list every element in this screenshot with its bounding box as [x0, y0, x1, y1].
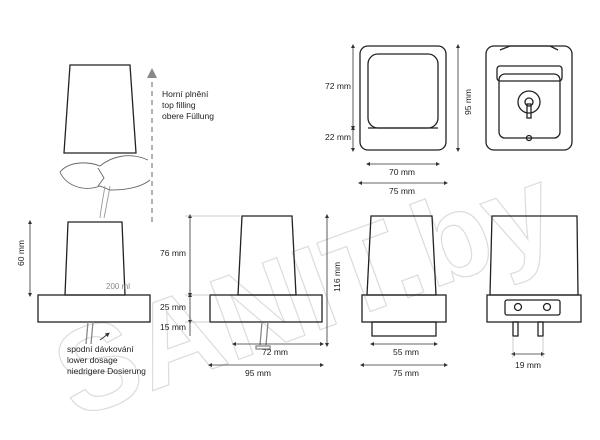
lower-dosage-note-en: lower dosage	[67, 355, 118, 365]
hand-refill-sketch	[59, 155, 151, 219]
dispenser-front-view	[209, 215, 323, 350]
dispenser-front-left	[37, 221, 151, 345]
refill-container-illustration	[63, 64, 137, 154]
lower-dosage-note-de: niedrigere Dosierung	[67, 366, 146, 376]
dispenser-top-view	[359, 45, 447, 151]
dim-72-top-label: 72 mm	[325, 81, 351, 91]
dim-116-label: 116 mm	[332, 262, 342, 292]
dim-60-label: 60 mm	[16, 240, 26, 266]
dim-19-label: 19 mm	[515, 360, 541, 370]
dispenser-side-view	[361, 215, 447, 337]
dim-95-top-label: 95 mm	[463, 89, 473, 115]
dim-22-label: 22 mm	[325, 132, 351, 142]
capacity-label: 200 ml	[106, 282, 130, 291]
dim-70-label: 70 mm	[389, 167, 415, 177]
dim-76-label: 76 mm	[160, 248, 186, 258]
dim-15-label: 15 mm	[160, 322, 186, 332]
dim-75-top-label: 75 mm	[389, 186, 415, 196]
top-filling-note-cz: Horní plnění	[162, 89, 209, 99]
dispenser-back-plate	[485, 45, 573, 151]
top-filling-note-de: obere Füllung	[162, 111, 214, 121]
dim-72-front-label: 72 mm	[262, 347, 288, 357]
lower-dosage-arrow	[99, 332, 110, 341]
top-filling-arrowhead	[147, 68, 157, 78]
dim-55-label: 55 mm	[393, 347, 419, 357]
dim-75-side-label: 75 mm	[393, 368, 419, 378]
top-filling-note-en: top filling	[162, 100, 196, 110]
dim-95-label: 95 mm	[245, 368, 271, 378]
lower-dosage-note-cz: spodní dávkování	[67, 344, 134, 354]
dispenser-rear-view	[486, 215, 582, 337]
dim-25-label: 25 mm	[160, 302, 186, 312]
